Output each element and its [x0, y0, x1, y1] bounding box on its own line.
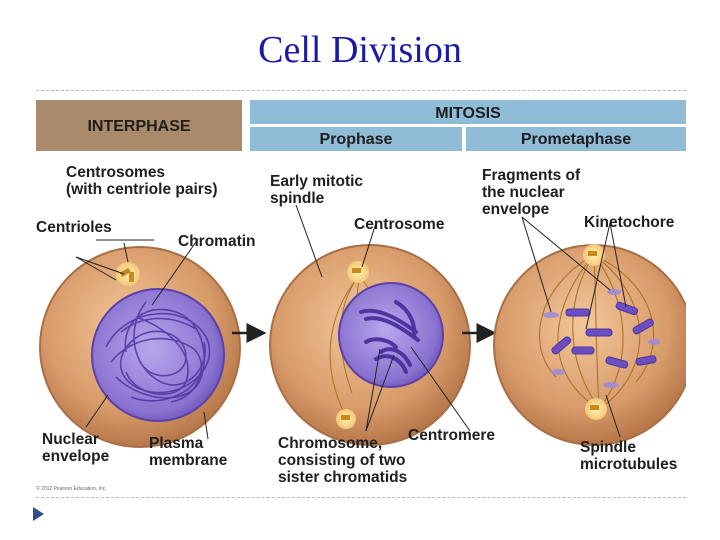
cell-division-diagram: INTERPHASE MITOSIS Prophase Prometaphase [36, 100, 686, 492]
prophase-chromosomes [359, 300, 420, 374]
label-fragments-line3: envelope [482, 201, 550, 218]
interphase-header [36, 100, 242, 151]
prometaphase-cell [493, 244, 686, 446]
label-kinetochore: Kinetochore [584, 214, 675, 231]
label-fragments-line2: the nuclear [482, 184, 565, 201]
label-fragments-line1: Fragments of [482, 167, 581, 184]
prophase-header [250, 127, 462, 151]
prometaphase-header-label: Prometaphase [521, 131, 631, 148]
slide-bullet-icon [33, 507, 44, 521]
label-spindle-microtubules-line1: Spindle [580, 439, 636, 456]
slide-title: Cell Division [258, 29, 462, 71]
label-nuclear-envelope-line1: Nuclear [42, 431, 99, 448]
label-spindle-microtubules-line2: microtubules [580, 456, 677, 473]
label-chromosome-line1: Chromosome, [278, 435, 382, 452]
label-chromosome-line2: consisting of two [278, 452, 405, 469]
mitosis-header [250, 100, 686, 124]
prophase-header-label: Prophase [320, 131, 393, 148]
label-chromosome-line3: sister chromatids [278, 469, 407, 486]
label-chromatin: Chromatin [178, 233, 256, 250]
interphase-cell [39, 246, 241, 448]
cell-division-figure: INTERPHASE MITOSIS Prophase Prometaphase [36, 97, 686, 492]
label-plasma-membrane-line2: membrane [149, 452, 228, 469]
top-divider [36, 90, 686, 91]
interphase-centrosome [116, 262, 140, 286]
bottom-divider [36, 497, 686, 498]
prometaphase-chromosomes [551, 301, 657, 369]
label-centrosomes-line2: (with centriole pairs) [66, 181, 218, 198]
label-centrioles: Centrioles [36, 219, 112, 236]
copyright-notice: © 2012 Pearson Education, Inc. [36, 485, 107, 492]
label-nuclear-envelope-line2: envelope [42, 448, 110, 465]
label-centrosomes-line1: Centrosomes [66, 164, 165, 181]
chromatin-tangle [105, 301, 211, 403]
envelope-fragments [543, 289, 660, 388]
label-plasma-membrane-line1: Plasma [149, 435, 204, 452]
interphase-header-label: INTERPHASE [87, 118, 190, 135]
prophase-cell [269, 244, 471, 446]
label-centromere: Centromere [408, 427, 495, 444]
label-early-mitotic-spindle-line1: Early mitotic [270, 173, 363, 190]
label-centrosomes: Centrosomes(with centriole pairs) [66, 164, 218, 198]
spindle-fibers [538, 254, 655, 408]
prophase-nucleus [338, 282, 444, 388]
label-early-mitotic-spindle-line2: spindle [270, 190, 325, 207]
leader-lines [75, 204, 627, 440]
mitosis-header-label: MITOSIS [435, 105, 501, 122]
prometaphase-header [466, 127, 686, 151]
label-centrosome: Centrosome [354, 216, 445, 233]
